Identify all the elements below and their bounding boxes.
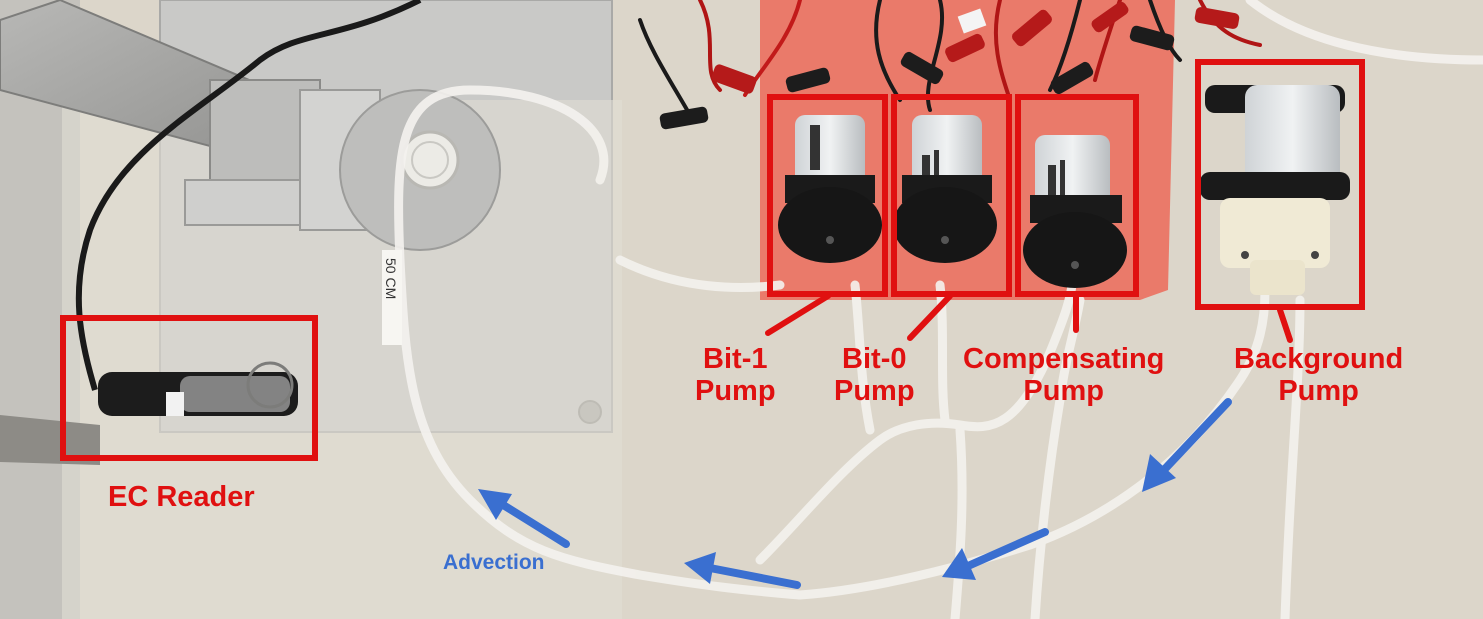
ec-reader-label-text: EC Reader <box>108 481 255 513</box>
black-cable <box>75 0 422 391</box>
compensating-pump-label: Compensating Pump <box>963 343 1164 408</box>
flow-arrow-background <box>1142 398 1232 492</box>
background-pump-box <box>1195 59 1365 310</box>
bit1-label-line1: Bit-1 <box>703 343 768 375</box>
bit0-pump-device <box>893 115 997 263</box>
test-clips <box>659 1 1240 130</box>
tube-marking: 50 CM <box>382 250 402 345</box>
advection-label: Advection <box>443 551 545 575</box>
bit1-label-line2: Pump <box>695 375 776 408</box>
bit0-pump-label: Bit-0 Pump <box>834 343 915 408</box>
flow-arrow-junction <box>684 552 801 589</box>
background-label-line2: Pump <box>1278 375 1359 408</box>
metal-ruler <box>0 415 100 465</box>
compensating-label-line2: Pump <box>1023 375 1104 408</box>
clear-tubing <box>394 0 1483 619</box>
ec-reader-label: EC Reader <box>108 481 255 513</box>
background-label-line1: Background <box>1234 343 1404 375</box>
compensating-pump-device <box>1023 135 1127 288</box>
background-leader-line <box>1277 307 1293 343</box>
background-pump-label: Background Pump <box>1234 343 1403 408</box>
bit1-pump-device <box>778 115 882 263</box>
tube-marking-text: 50 CM <box>383 258 399 299</box>
background-pump-device <box>1200 85 1350 295</box>
bit0-leader-line <box>907 293 953 341</box>
bit1-pump-label: Bit-1 Pump <box>695 343 776 408</box>
bit0-label-line1: Bit-0 <box>842 343 907 375</box>
advection-label-text: Advection <box>443 551 545 574</box>
leader-lines <box>765 293 1293 343</box>
thumb-knob <box>400 130 460 190</box>
bit0-label-line2: Pump <box>834 375 915 408</box>
compensating-label-line1: Compensating <box>963 343 1165 375</box>
flow-arrow-mid <box>942 528 1049 580</box>
flow-arrows <box>478 398 1232 589</box>
ec-reader-box <box>60 315 318 461</box>
flow-arrow-advection <box>478 489 570 548</box>
bit1-leader-line <box>765 293 831 336</box>
